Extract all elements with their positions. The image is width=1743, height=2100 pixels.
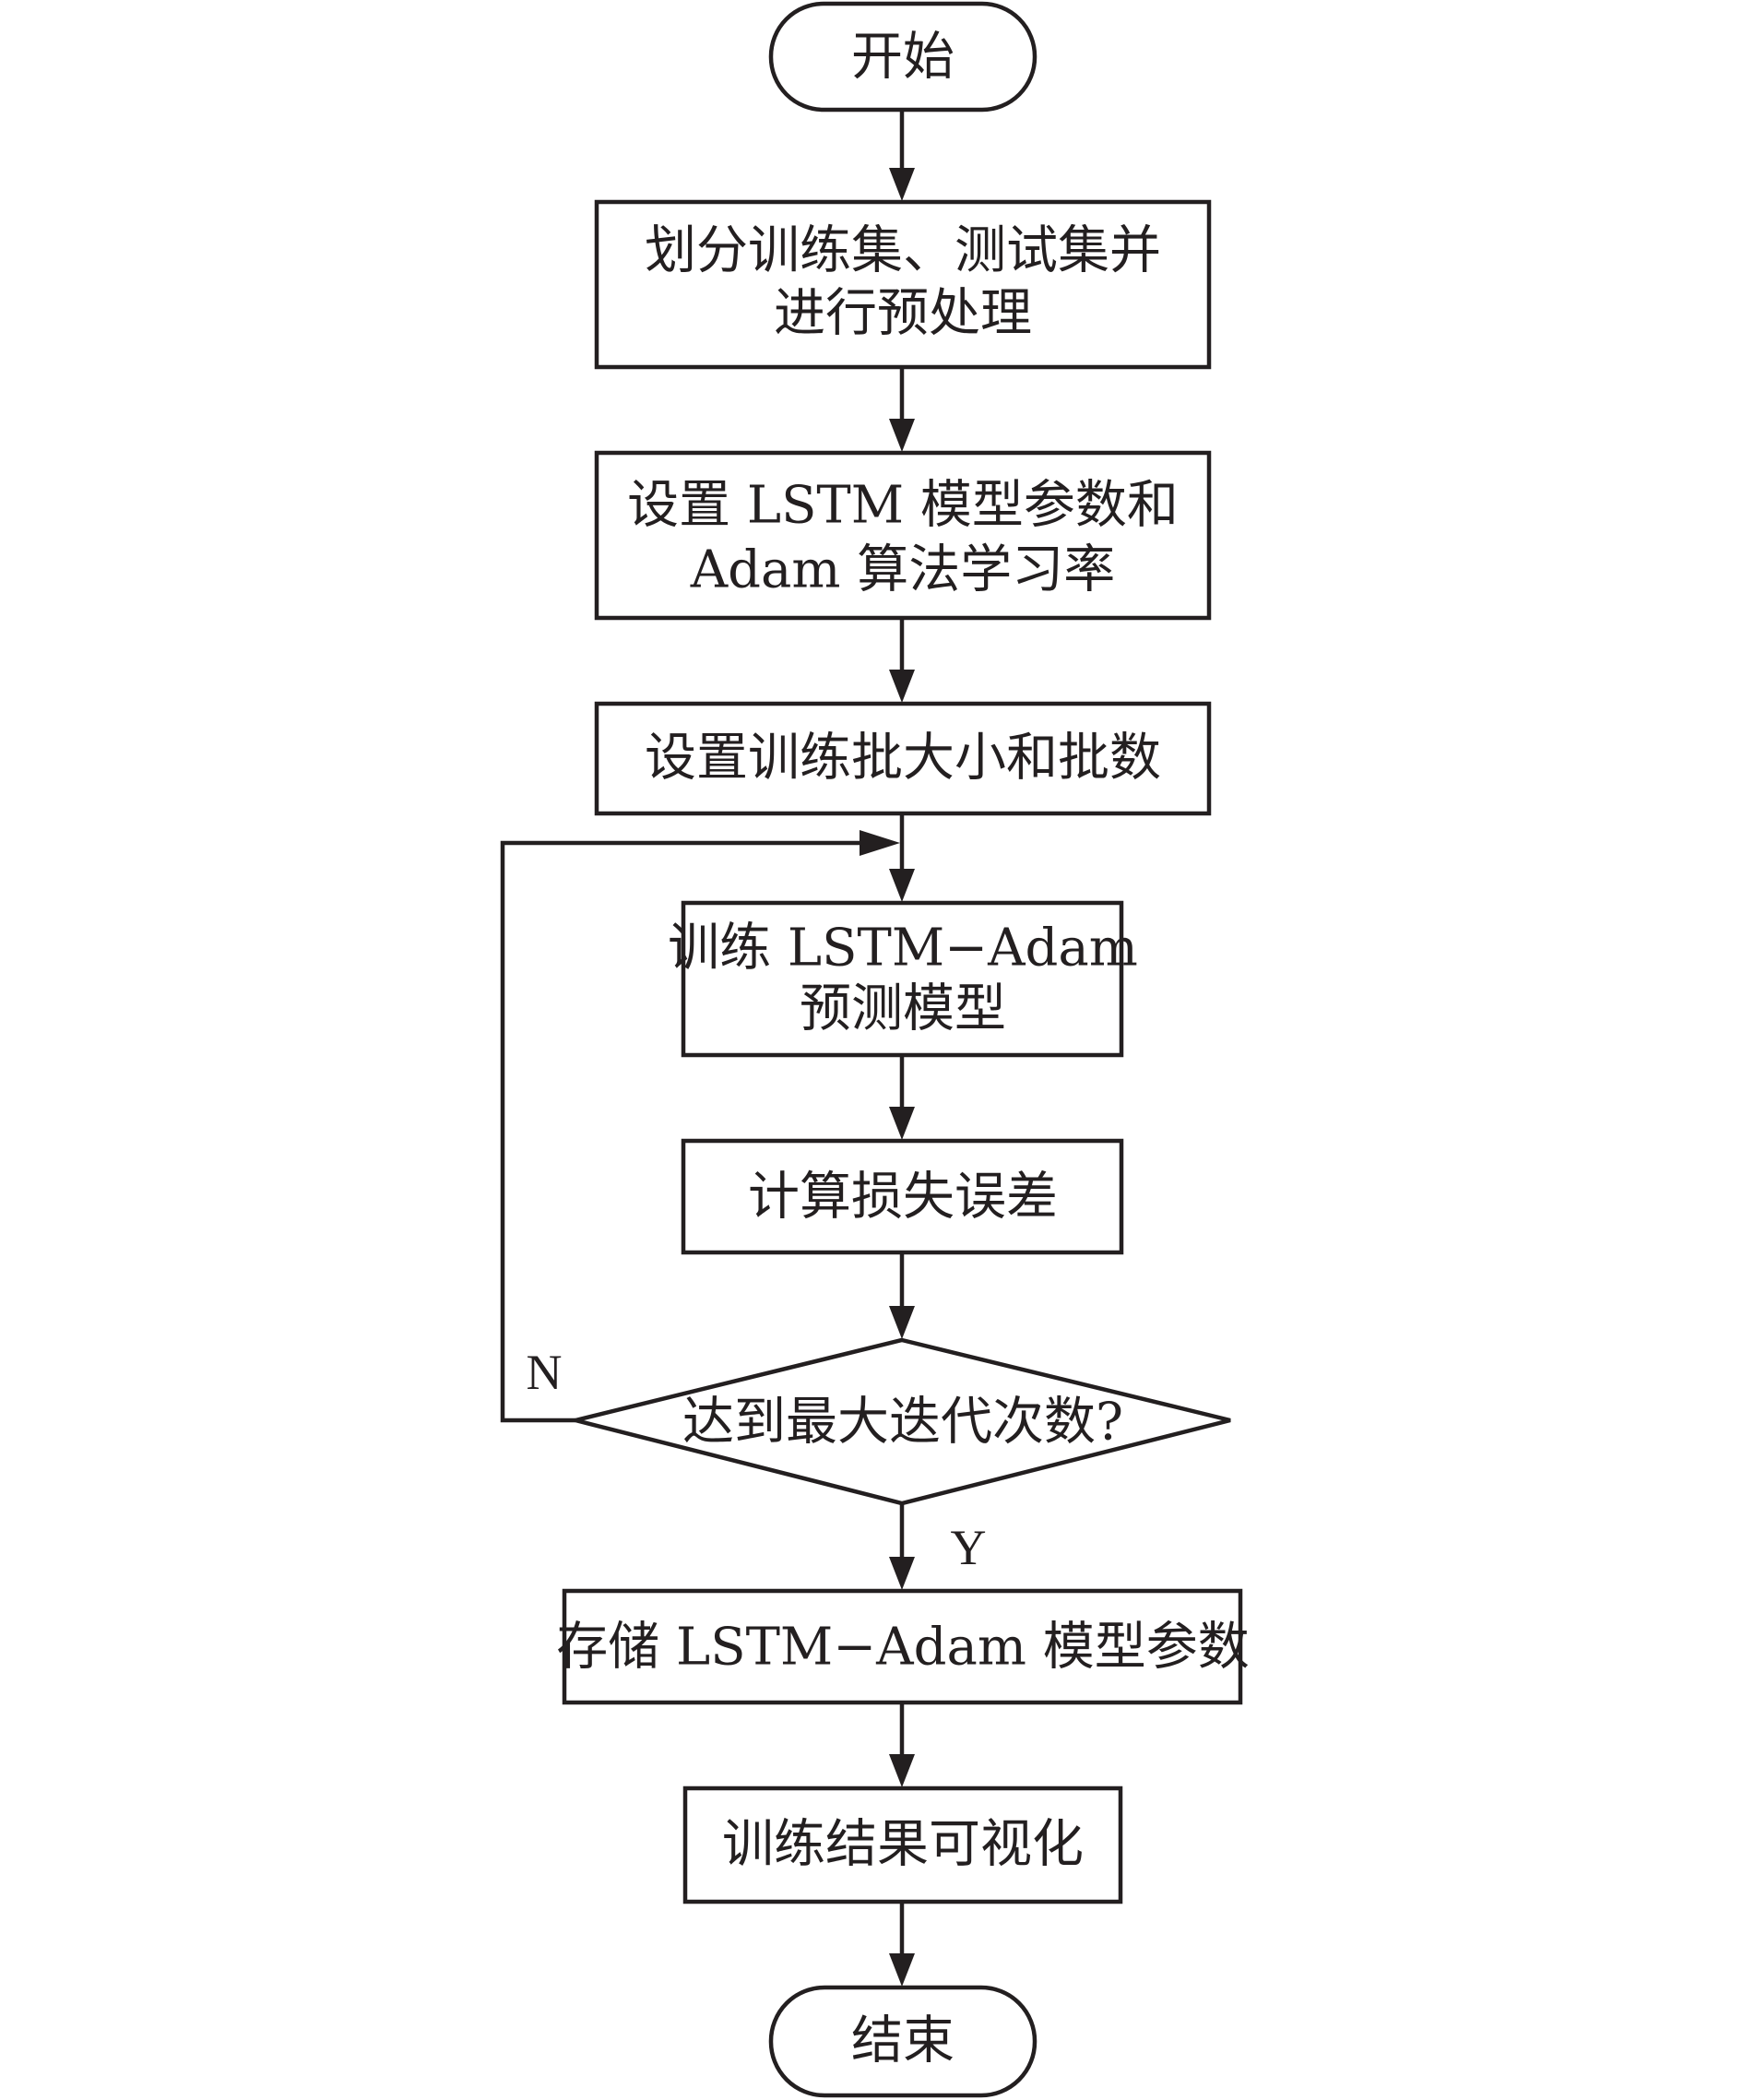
- end-terminal: 结束: [768, 1985, 1038, 2098]
- visualize-label: 训练结果可视化: [722, 1815, 1084, 1875]
- arrowhead-params: [889, 419, 915, 452]
- set-params-line-2: Adam 算法学习率: [690, 540, 1116, 600]
- split-data-box: 划分训练集、测试集并 进行预处理: [594, 199, 1212, 370]
- train-model-line-2: 预测模型: [800, 979, 1006, 1039]
- decision-diamond: 达到最大迭代次数?: [575, 1337, 1231, 1506]
- set-batch-box: 设置训练批大小和批数: [594, 701, 1212, 816]
- connectors: [500, 110, 915, 1987]
- decision-label: 达到最大迭代次数?: [682, 1393, 1123, 1453]
- loop-back-connector: [500, 840, 863, 1423]
- arrowhead-loop-back: [860, 830, 900, 856]
- start-label: 开始: [851, 28, 954, 88]
- train-model-box: 训练 LSTM−Adam 预测模型: [668, 900, 1138, 1058]
- arrowhead-batch: [889, 670, 915, 703]
- arrowhead-visualize: [889, 1754, 915, 1787]
- arrowhead-split: [889, 168, 915, 201]
- split-data-line-1: 划分训练集、测试集并: [645, 221, 1161, 281]
- compute-loss-label: 计算损失误差: [748, 1168, 1058, 1228]
- visualize-box: 训练结果可视化: [682, 1786, 1123, 1904]
- arrowhead-decision: [889, 1306, 915, 1339]
- split-data-line-2: 进行预处理: [774, 284, 1032, 344]
- set-params-box: 设置 LSTM 模型参数和 Adam 算法学习率: [594, 450, 1212, 621]
- store-params-box: 存储 LSTM−Adam 模型参数: [556, 1588, 1250, 1705]
- arrowhead-loss: [889, 1107, 915, 1140]
- set-params-line-1: 设置 LSTM 模型参数和: [627, 476, 1179, 536]
- branch-yes-label: Y: [951, 1520, 987, 1575]
- end-label: 结束: [851, 2011, 954, 2071]
- arrowhead-end: [889, 1953, 915, 1987]
- arrowhead-store: [889, 1557, 915, 1590]
- store-params-label: 存储 LSTM−Adam 模型参数: [556, 1618, 1250, 1678]
- compute-loss-box: 计算损失误差: [681, 1138, 1124, 1255]
- set-batch-label: 设置训练批大小和批数: [645, 729, 1161, 789]
- start-terminal: 开始: [768, 1, 1038, 113]
- arrowhead-train: [889, 869, 915, 902]
- branch-no-label: N: [527, 1345, 563, 1400]
- train-model-line-1: 训练 LSTM−Adam: [668, 919, 1138, 979]
